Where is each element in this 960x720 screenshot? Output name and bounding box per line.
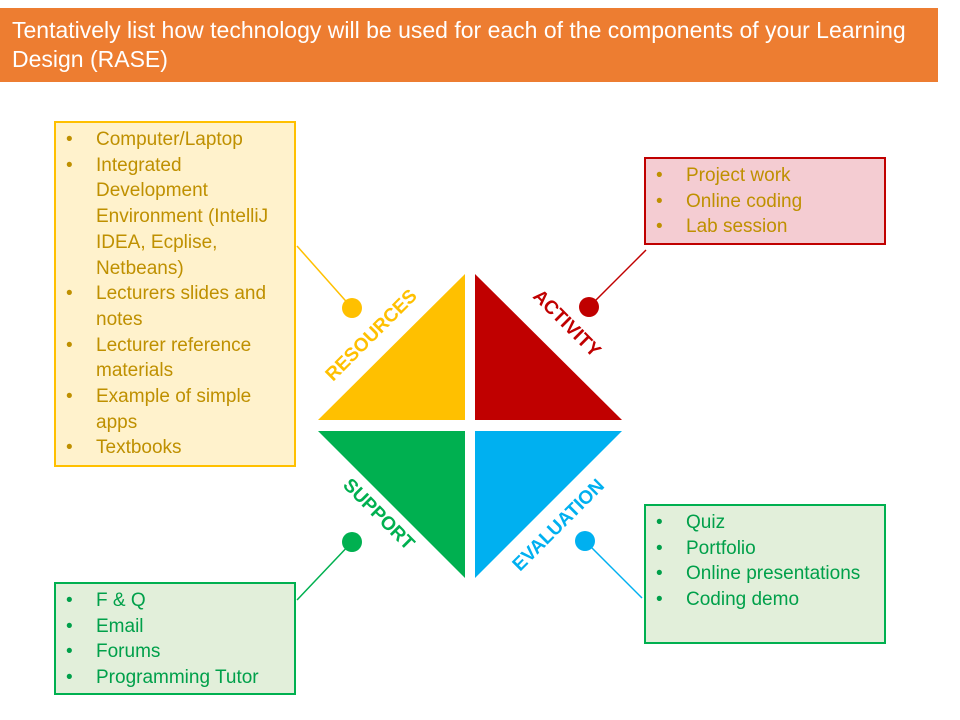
activity-triangle	[475, 274, 622, 420]
evaluation-dot	[575, 531, 595, 551]
evaluation-box: Quiz Portfolio Online presentations Codi…	[644, 504, 886, 644]
resources-box: Computer/Laptop Integrated Development E…	[54, 121, 296, 467]
activity-connector	[588, 249, 647, 308]
list-item: Email	[64, 614, 288, 640]
list-item: Lecturer reference materials	[64, 333, 288, 384]
list-item: Online coding	[654, 189, 878, 215]
list-item: F & Q	[64, 588, 288, 614]
list-item: Lecturers slides and notes	[64, 281, 288, 332]
slide-title: Tentatively list how technology will be …	[0, 8, 938, 82]
list-item: Computer/Laptop	[64, 127, 288, 153]
resources-triangle	[318, 274, 465, 420]
list-item: Online presentations	[654, 561, 878, 587]
list-item: Textbooks	[64, 435, 288, 461]
list-item: Programming Tutor	[64, 665, 288, 691]
list-item: Project work	[654, 163, 878, 189]
evaluation-triangle	[475, 431, 622, 578]
list-item: Portfolio	[654, 536, 878, 562]
list-item: Coding demo	[654, 587, 878, 613]
resources-dot	[342, 298, 362, 318]
support-triangle	[318, 431, 465, 578]
list-item: Integrated Development Environment (Inte…	[64, 153, 288, 282]
support-box: F & Q Email Forums Programming Tutor	[54, 582, 296, 695]
activity-box: Project work Online coding Lab session	[644, 157, 886, 245]
resources-connector	[296, 245, 353, 309]
list-item: Lab session	[654, 214, 878, 240]
list-item: Forums	[64, 639, 288, 665]
list-item: Quiz	[654, 510, 878, 536]
evaluation-connector	[584, 540, 643, 599]
support-connector	[296, 541, 353, 601]
support-dot	[342, 532, 362, 552]
list-item: Example of simple apps	[64, 384, 288, 435]
activity-dot	[579, 297, 599, 317]
